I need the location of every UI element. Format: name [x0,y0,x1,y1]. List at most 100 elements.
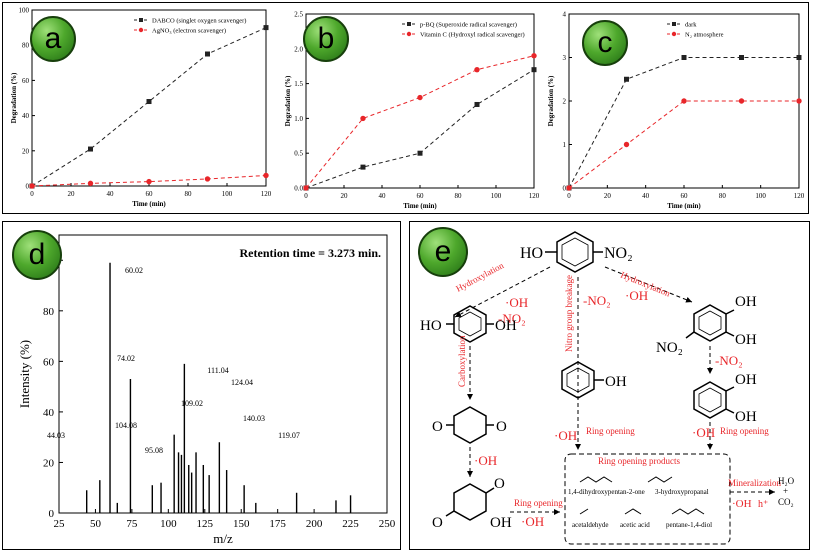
data-point-s0-1 [624,76,629,82]
degradation-pathway-scheme: HO NO₂ Hydroxylation Hydroxylation Nitro… [420,231,795,545]
end-product-co2: CO₂ [778,497,794,507]
x-tick-label: 150 [233,518,250,530]
cat-oh-radical: ·OH [692,425,715,440]
data-point-s0-2 [417,150,423,156]
y-tick-label: 40 [22,112,30,120]
y-tick-label: 20 [43,457,55,469]
bq-oh-radical: ·OH [474,453,497,468]
ring-opening-center-label: Ring opening [586,426,635,436]
y-tick-label: 60 [43,356,55,368]
x-tick-label: 0 [304,192,308,200]
legend-marker-0 [672,22,676,26]
data-point-s1-2 [146,178,152,185]
x-tick-label: 50 [90,518,102,530]
reactant-ho-label: HO [520,245,543,262]
nc-minus-no2: -NO₂ [715,353,743,368]
legend-marker-1 [138,27,144,33]
phenol-oh-label: OH [605,374,627,390]
peak-label-4: 104.08 [115,421,137,430]
data-point-s0-2 [681,55,687,60]
legend-label-1: Vitamin C (Hydroxyl radical scavenger) [420,32,525,39]
carboxylation-label: Carboxylation [457,335,467,387]
y-tick-label: 4 [563,11,567,19]
product-structures: 1,4-dihydroxypentan-2-one 3-hydroxypropa… [568,476,712,529]
data-point-s1-3 [474,66,480,73]
data-point-s1-4 [796,98,802,104]
data-point-s0-4 [531,67,537,73]
x-tick-label: 120 [529,192,540,200]
y-tick-label: 1.0 [294,115,303,123]
series-line-1 [568,100,799,189]
x-tick-label: 100 [160,518,177,530]
nc-oh-top: OH [735,294,757,310]
y-tick-label: 40 [43,407,55,419]
y-axis-label: Intensity (%) [17,340,32,408]
data-point-s1-1 [360,115,366,122]
legend-marker-0 [407,22,411,26]
x-axis-label: Time (min) [667,202,701,210]
ring-opening-right-label: Ring opening [720,426,769,436]
legend-marker-1 [406,31,412,37]
x-tick-label: 250 [379,518,396,530]
y-tick-label: 0 [563,185,567,193]
product-4: acetic acid [620,521,650,529]
panel-badge-b: b [303,16,349,62]
x-tick-label: 75 [126,518,138,530]
y-tick-label: 80 [43,306,55,318]
y-tick-label: 2.5 [294,11,303,19]
x-tick-label: 100 [491,192,502,200]
legend-label-1: N₂ atmosphere [685,32,724,39]
cat-oh-bottom: OH [735,409,757,425]
panel-e-frame [409,221,810,550]
panel-badge-e: e [418,227,468,277]
y-tick-label: 0 [49,508,55,520]
peak-label-2: 74.02 [117,354,135,363]
cat-oh-top: OH [735,372,757,388]
ring-opening-left-label: Ring opening [514,498,563,508]
data-point-s0-3 [739,55,744,60]
data-point-s1-0 [29,183,35,189]
peak-label-9: 140.03 [243,414,265,423]
product-5: pentane-1,4-diol [666,521,712,529]
panel-d-frame [2,221,401,550]
series-line-0 [305,69,535,189]
x-tick-label: 20 [68,190,76,198]
x-tick-label: 80 [185,190,193,198]
nc-oh-bottom: OH [735,332,757,348]
molecule-catechol: OH OH [693,372,757,425]
x-tick-label: 0 [567,192,571,200]
series-line-0 [568,57,799,189]
bq-o-right: O [496,419,507,435]
molecule-phenol: OH [561,361,627,399]
hqr-o-left: O [432,515,443,531]
x-axis-label: Time (min) [403,202,437,210]
y-tick-label: 1.5 [294,80,303,88]
data-point-s1-0 [303,185,309,191]
legend-marker-0 [139,18,143,22]
peak-label-6: 111.04 [207,366,228,375]
y-tick-label: 0.0 [294,185,303,193]
panel-badge-c: c [582,20,628,66]
data-point-s1-2 [681,98,687,104]
hq-ho-label: HO [420,318,442,334]
chart-d: 255075100125150175200225250020406080100m… [17,234,396,546]
y-tick-label: 3 [563,54,567,62]
data-point-s1-2 [417,94,423,101]
y-tick-label: 80 [22,42,30,50]
panel-badge-a: a [30,16,76,62]
y-axis-label: Degradation (%) [10,72,18,123]
data-point-s1-1 [87,180,94,187]
peak-label-0: 44.03 [47,431,65,440]
data-point-s0-4 [796,55,802,60]
data-point-s0-4 [263,25,269,31]
peak-label-3: 95.08 [145,446,163,455]
mineralization-label: Mineralization [728,478,781,488]
data-point-s0-1 [88,146,93,152]
y-axis-label: Degradation (%) [284,75,292,126]
data-point-s0-1 [360,164,366,170]
x-tick-label: 20 [341,192,349,200]
x-tick-label: 80 [455,192,463,200]
series-line-0 [31,27,267,187]
